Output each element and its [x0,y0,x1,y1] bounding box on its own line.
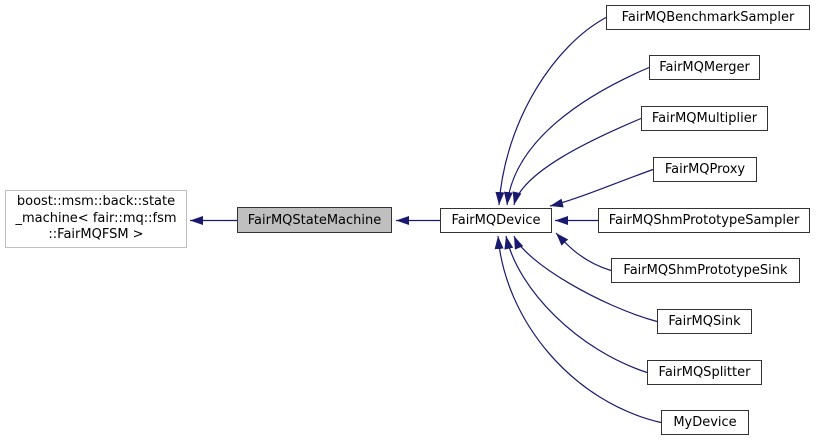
node-fairmqdevice[interactable]: FairMQDevice [440,208,552,233]
node-fairmqbenchmarksampler[interactable]: FairMQBenchmarkSampler [606,5,810,30]
node-mydevice[interactable]: MyDevice [661,410,749,435]
node-fairmqmultiplier[interactable]: FairMQMultiplier [641,106,768,131]
node-fairmqsink[interactable]: FairMQSink [657,309,752,334]
edge-proxy-to-device [549,168,654,208]
edge-splitter-to-device [504,235,648,374]
node-fairmqproxy[interactable]: FairMQProxy [653,157,757,182]
edge-benchmarksampler-to-device [495,16,607,206]
edge-shmprototypesink-to-device [555,232,612,272]
node-fairmqshmprototypesink[interactable]: FairMQShmPrototypeSink [611,258,800,283]
edge-merger-to-device [503,66,650,206]
edge-sink-to-device [513,235,658,323]
node-fairmqstatemachine: FairMQStateMachine [237,207,392,233]
edge-multiplier-to-device [512,117,642,206]
edge-mydevice-to-device [494,235,662,424]
node-label-line: ::FairMQFSM > [48,227,144,243]
node-fairmqsplitter[interactable]: FairMQSplitter [647,360,762,385]
node-boost-msm-state-machine: boost::msm::back::state _machine< fair::… [5,190,187,248]
node-label-line: _machine< fair::mq::fsm [15,210,177,226]
node-label-line: boost::msm::back::state [16,194,176,210]
node-fairmqmerger[interactable]: FairMQMerger [649,55,760,80]
node-fairmqshmprototypesampler[interactable]: FairMQShmPrototypeSampler [598,208,810,233]
